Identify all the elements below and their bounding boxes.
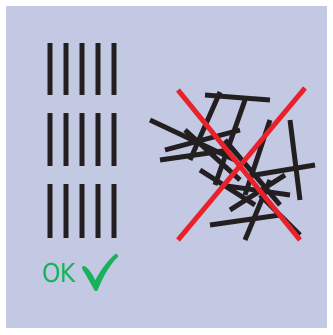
tidy-sticks xyxy=(50,43,114,238)
tidy-stick-group-3 xyxy=(50,184,114,238)
messy-sticks xyxy=(150,92,315,240)
ok-label: OK xyxy=(42,259,75,289)
tidy-stick-group-2 xyxy=(50,113,114,166)
tidy-stick-group-1 xyxy=(50,43,114,95)
checkmark-icon xyxy=(84,256,116,289)
